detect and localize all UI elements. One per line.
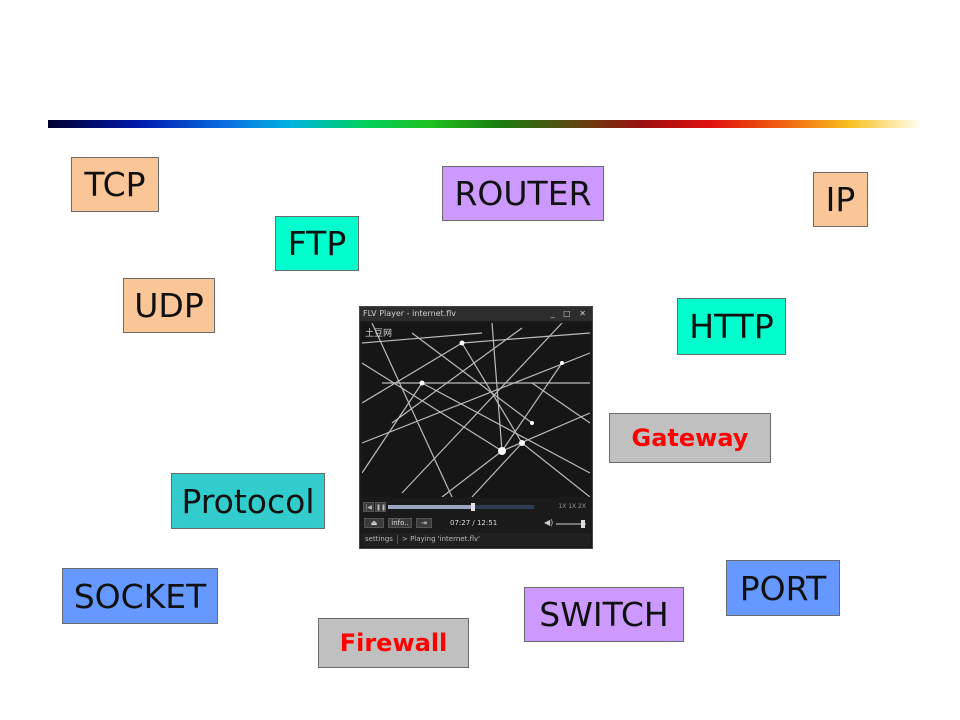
- tag-ftp-label: FTP: [287, 224, 347, 263]
- tag-tcp: TCP: [71, 157, 159, 212]
- tag-router-label: ROUTER: [454, 174, 592, 213]
- settings-link[interactable]: settings: [365, 535, 393, 543]
- tag-socket: SOCKET: [62, 568, 218, 624]
- tag-socket-label: SOCKET: [73, 576, 207, 616]
- time-display: 07:27 / 12:51: [450, 519, 498, 527]
- tag-port: PORT: [726, 560, 840, 616]
- pause-icon[interactable]: ❚❚: [375, 502, 387, 512]
- tag-switch: SWITCH: [524, 587, 684, 642]
- tag-ip: IP: [813, 172, 868, 227]
- window-control-icons[interactable]: _ □ ✕: [550, 309, 589, 318]
- player-title: FLV Player - internet.flv: [363, 309, 457, 318]
- video-watermark: 土豆网: [365, 329, 393, 339]
- seek-row: |◀ ❚❚ 1X 1X 2X: [362, 501, 590, 513]
- volume-handle[interactable]: [581, 520, 585, 528]
- tag-ftp: FTP: [275, 216, 359, 271]
- info-button[interactable]: info..: [388, 518, 412, 528]
- tag-udp: UDP: [123, 278, 215, 333]
- skip-back-icon[interactable]: |◀: [363, 502, 374, 512]
- tag-http: HTTP: [677, 298, 786, 355]
- network-video-frame: [362, 323, 590, 497]
- volume-icon[interactable]: ◀): [544, 518, 554, 527]
- rainbow-divider: [48, 120, 920, 128]
- tag-gateway: Gateway: [609, 413, 771, 463]
- zoom-options[interactable]: 1X 1X 2X: [558, 503, 586, 510]
- tag-ip-label: IP: [825, 180, 856, 219]
- tag-http-label: HTTP: [689, 307, 774, 346]
- flv-player-window: FLV Player - internet.flv _ □ ✕: [359, 306, 593, 549]
- tag-switch-label: SWITCH: [539, 595, 669, 634]
- control-row: ⏏ info.. ⇥ 07:27 / 12:51 ◀): [362, 517, 590, 529]
- tag-tcp-label: TCP: [84, 165, 146, 204]
- tag-firewall: Firewall: [318, 618, 469, 668]
- tag-gateway-label: Gateway: [631, 424, 749, 452]
- player-titlebar[interactable]: FLV Player - internet.flv _ □ ✕: [360, 307, 592, 321]
- status-bar: settings > Playing 'internet.flv': [362, 533, 590, 546]
- tag-udp-label: UDP: [134, 286, 204, 325]
- tag-port-label: PORT: [739, 568, 827, 608]
- video-area[interactable]: 土豆网: [362, 323, 590, 497]
- seek-handle[interactable]: [470, 503, 475, 511]
- eject-icon[interactable]: ⏏: [364, 518, 384, 528]
- tag-protocol-label: Protocol: [181, 481, 315, 521]
- seek-bar[interactable]: [388, 503, 534, 511]
- seek-progress: [388, 505, 473, 509]
- tag-firewall-label: Firewall: [339, 629, 448, 657]
- volume-slider[interactable]: [556, 520, 586, 528]
- tag-router: ROUTER: [442, 166, 604, 221]
- fullscreen-icon[interactable]: ⇥: [416, 518, 432, 528]
- status-divider: [397, 535, 398, 544]
- tag-protocol: Protocol: [171, 473, 325, 529]
- status-text: > Playing 'internet.flv': [402, 535, 481, 543]
